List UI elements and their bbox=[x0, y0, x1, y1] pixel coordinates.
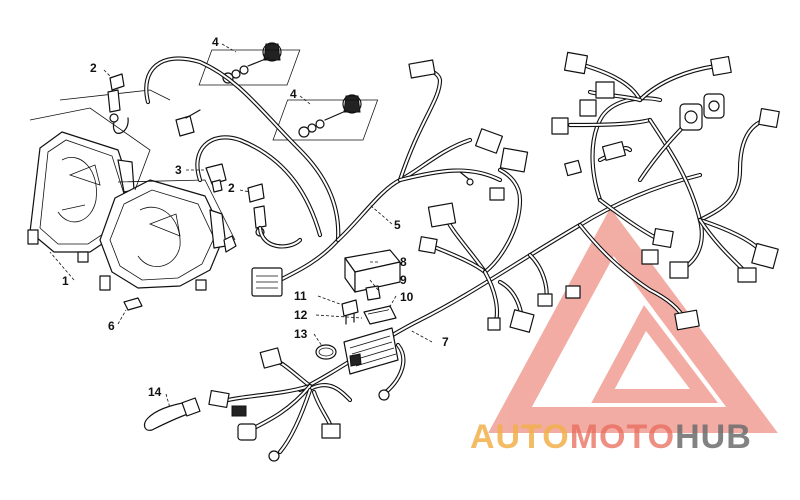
watermark-logo bbox=[488, 207, 778, 433]
headlight-assembly-right bbox=[99, 179, 237, 291]
middle-harness bbox=[418, 147, 582, 333]
callout-4-lower: 4 bbox=[290, 87, 297, 101]
svg-text:AUTOMOTOHUB: AUTOMOTOHUB bbox=[470, 418, 752, 456]
callout-2-upper: 2 bbox=[90, 61, 97, 75]
bracket-outline-2 bbox=[117, 179, 236, 241]
clamp-ring bbox=[315, 344, 337, 360]
adjuster-lower bbox=[272, 94, 379, 141]
callout-4-upper: 4 bbox=[212, 35, 219, 49]
callout-14: 14 bbox=[148, 385, 162, 399]
fuse-block bbox=[363, 305, 397, 325]
callout-12: 12 bbox=[294, 308, 308, 322]
bulb-lower bbox=[247, 183, 267, 237]
callout-9: 9 bbox=[400, 273, 407, 287]
headlight-harness bbox=[144, 56, 505, 297]
callout-7: 7 bbox=[442, 335, 449, 349]
callout-8: 8 bbox=[400, 255, 407, 269]
fuse-box bbox=[344, 249, 401, 293]
callout-3: 3 bbox=[175, 163, 182, 177]
bulb-upper bbox=[107, 73, 129, 134]
socket-upper bbox=[175, 109, 201, 137]
fuse-small bbox=[341, 299, 359, 325]
callout-1: 1 bbox=[62, 274, 69, 288]
callout-2-lower: 2 bbox=[228, 181, 235, 195]
watermark-auto: AUTO bbox=[470, 418, 570, 456]
watermark-hub: HUB bbox=[675, 418, 752, 456]
watermark-moto: MOTO bbox=[570, 418, 675, 456]
watermark-text: AUTOMOTOHUB bbox=[470, 418, 752, 456]
adjuster-upper bbox=[198, 42, 301, 86]
callout-6: 6 bbox=[108, 319, 115, 333]
callout-labels: 1 2 2 3 4 4 5 6 7 8 9 10 11 12 13 14 bbox=[62, 35, 449, 399]
socket-lower bbox=[205, 163, 227, 193]
callout-13: 13 bbox=[294, 327, 308, 341]
right-harness bbox=[551, 51, 780, 331]
callout-5: 5 bbox=[394, 218, 401, 232]
bracket-outline bbox=[29, 107, 151, 191]
leader-lines bbox=[49, 43, 433, 409]
mounting-pad bbox=[123, 297, 143, 311]
main-harness bbox=[143, 172, 703, 462]
callout-10: 10 bbox=[400, 290, 414, 304]
callout-11: 11 bbox=[294, 289, 307, 303]
relay bbox=[365, 285, 381, 301]
